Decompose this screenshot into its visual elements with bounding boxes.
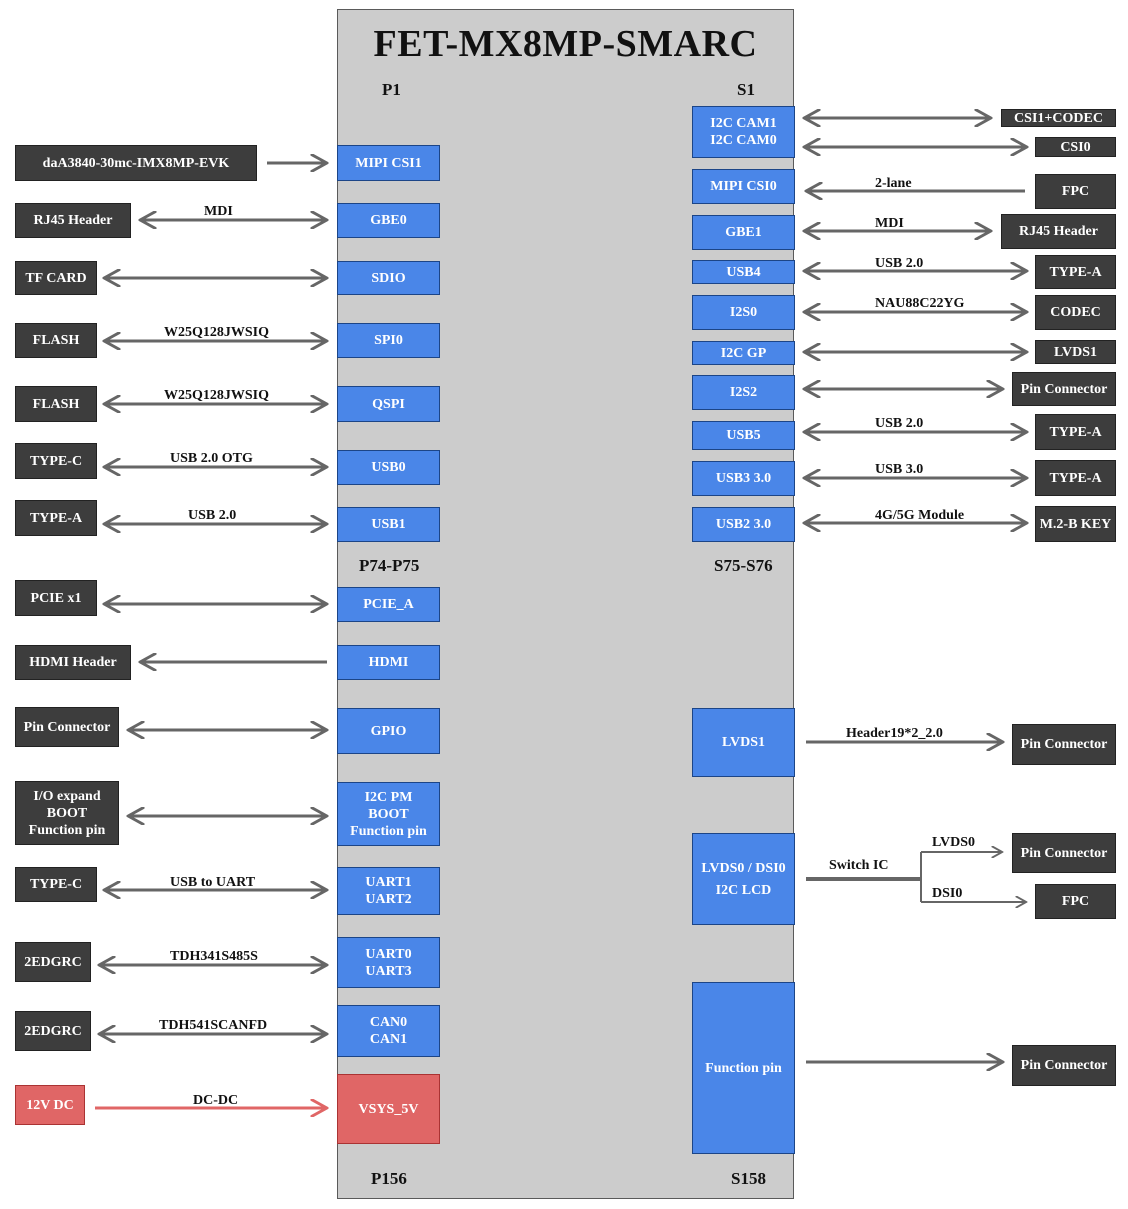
device-type-a-usb4: TYPE-A	[1035, 255, 1116, 289]
device-type-a-usb3: TYPE-A	[1035, 460, 1116, 496]
header-s75-s76: S75-S76	[714, 556, 773, 575]
pin-gbe1: GBE1	[692, 215, 795, 250]
pin-i2s0: I2S0	[692, 295, 795, 330]
label-w25q-spi: W25Q128JWSIQ	[164, 325, 270, 340]
label-usb30: USB 3.0	[875, 462, 924, 477]
pin-vsys-5v: VSYS_5V	[337, 1074, 440, 1144]
device-csi0: CSI0	[1035, 137, 1116, 157]
device-12v-dc: 12V DC	[15, 1085, 85, 1125]
pin-gpio: GPIO	[337, 708, 440, 754]
pin-gbe0: GBE0	[337, 203, 440, 238]
label-w25q-qspi: W25Q128JWSIQ	[164, 388, 270, 403]
pin-can: CAN0 CAN1	[337, 1005, 440, 1057]
label-lvds0: LVDS0	[932, 835, 976, 850]
pin-mipi-csi0: MIPI CSI0	[692, 169, 795, 204]
label-usb-otg: USB 2.0 OTG	[170, 451, 253, 466]
label-mdi-right: MDI	[875, 216, 904, 231]
device-io-expand: I/O expand BOOT Function pin	[15, 781, 119, 845]
device-type-c-otg: TYPE-C	[15, 443, 97, 479]
device-pin-connector-lvds1: Pin Connector	[1012, 724, 1116, 765]
label-2-lane: 2-lane	[875, 176, 912, 191]
device-type-c-uart: TYPE-C	[15, 867, 97, 902]
label-dsi0: DSI0	[932, 886, 963, 901]
label-usb20-left: USB 2.0	[188, 508, 237, 523]
header-s158: S158	[731, 1169, 766, 1188]
device-pin-connector-function: Pin Connector	[1012, 1045, 1116, 1086]
pin-i2c-cam: I2C CAM1 I2C CAM0	[692, 106, 795, 158]
device-type-a-usb5: TYPE-A	[1035, 414, 1116, 450]
label-usb-to-uart: USB to UART	[170, 875, 256, 890]
label-usb20-usb4: USB 2.0	[875, 256, 924, 271]
device-rj45-left: RJ45 Header	[15, 203, 131, 238]
device-tf-card: TF CARD	[15, 261, 97, 295]
pin-i2s2: I2S2	[692, 375, 795, 410]
device-fpc-dsi: FPC	[1035, 884, 1116, 919]
pin-usb4: USB4	[692, 260, 795, 284]
device-flash-qspi: FLASH	[15, 386, 97, 422]
label-4g5g-module: 4G/5G Module	[875, 508, 965, 523]
pin-lvds0-dsi0: LVDS0 / DSI0 I2C LCD	[692, 833, 795, 925]
device-2edgrc-can: 2EDGRC	[15, 1011, 91, 1051]
diagram-title: FET-MX8MP-SMARC	[373, 23, 758, 65]
pin-usb2: USB2 3.0	[692, 507, 795, 542]
device-m2-b-key: M.2-B KEY	[1035, 506, 1116, 542]
pin-mipi-csi1: MIPI CSI1	[337, 145, 440, 181]
pin-usb5: USB5	[692, 421, 795, 450]
pin-uart1-uart2: UART1 UART2	[337, 867, 440, 915]
label-tdh341: TDH341S485S	[170, 949, 258, 964]
pin-usb1: USB1	[337, 507, 440, 542]
device-csi1-codec: CSI1+CODEC	[1001, 109, 1116, 127]
device-type-a-left: TYPE-A	[15, 500, 97, 536]
device-pin-connector-lvds0: Pin Connector	[1012, 833, 1116, 873]
pin-spi0: SPI0	[337, 323, 440, 358]
pin-function: Function pin	[692, 982, 795, 1154]
label-nau88c22yg: NAU88C22YG	[875, 296, 965, 311]
label-mdi-left: MDI	[204, 204, 233, 219]
label-tdh541: TDH541SCANFD	[159, 1018, 268, 1033]
device-hdmi-header: HDMI Header	[15, 645, 131, 680]
device-flash-spi: FLASH	[15, 323, 97, 358]
header-p156: P156	[371, 1169, 407, 1188]
pin-qspi: QSPI	[337, 386, 440, 422]
device-pin-connector-i2s2: Pin Connector	[1012, 372, 1116, 406]
label-usb20-usb5: USB 2.0	[875, 416, 924, 431]
device-pcie-x1: PCIE x1	[15, 580, 97, 616]
header-p1: P1	[382, 80, 401, 99]
pin-i2c-gp: I2C GP	[692, 341, 795, 365]
device-codec: CODEC	[1035, 295, 1116, 330]
device-fpc-csi: FPC	[1035, 174, 1116, 209]
pin-i2c-pm: I2C PM BOOT Function pin	[337, 782, 440, 846]
header-s1: S1	[737, 80, 755, 99]
pin-hdmi: HDMI	[337, 645, 440, 680]
device-daa3840-camera: daA3840-30mc-IMX8MP-EVK	[15, 145, 257, 181]
pin-lvds1: LVDS1	[692, 708, 795, 777]
device-pin-connector-left: Pin Connector	[15, 707, 119, 747]
label-header19: Header19*2_2.0	[846, 726, 943, 741]
pin-uart0-uart3: UART0 UART3	[337, 937, 440, 988]
device-2edgrc-rs485: 2EDGRC	[15, 942, 91, 982]
header-p74-p75: P74-P75	[359, 556, 420, 575]
label-dc-dc: DC-DC	[193, 1093, 239, 1108]
pin-usb3: USB3 3.0	[692, 461, 795, 496]
label-switch-ic: Switch IC	[829, 858, 889, 873]
pin-usb0: USB0	[337, 450, 440, 485]
pin-sdio: SDIO	[337, 261, 440, 295]
device-lvds1-i2c: LVDS1	[1035, 340, 1116, 364]
pin-pcie-a: PCIE_A	[337, 587, 440, 622]
device-rj45-right: RJ45 Header	[1001, 214, 1116, 249]
